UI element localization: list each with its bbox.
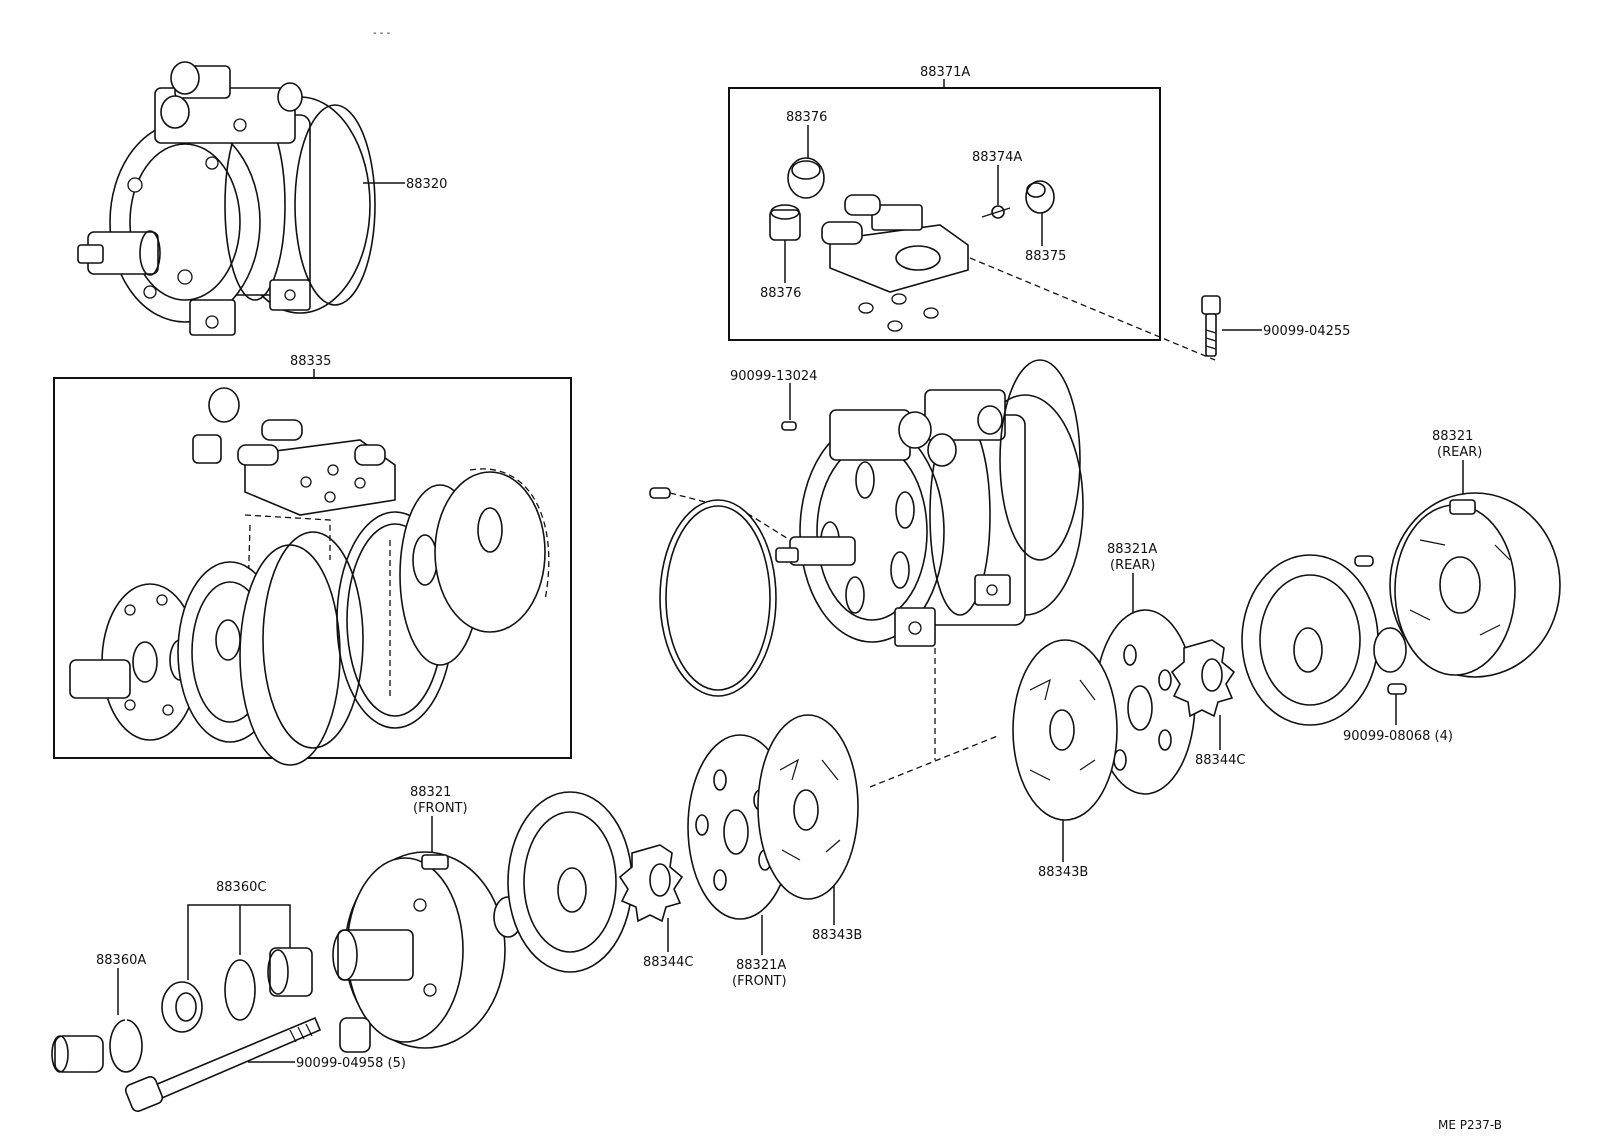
label-88360C: 88360C xyxy=(216,880,266,895)
label-88321A-rear: 88321A xyxy=(1107,542,1157,557)
front-housing-88321 xyxy=(332,851,506,1049)
pin-left-center xyxy=(649,487,671,499)
oring-large-center xyxy=(659,499,777,697)
label-88374A: 88374A xyxy=(972,150,1022,165)
label-88344C-right: 88344C xyxy=(1195,753,1245,768)
small-bushing xyxy=(339,1017,371,1053)
label-88320: 88320 xyxy=(406,177,447,192)
label-90099-04958: 90099-04958 (5) xyxy=(296,1056,406,1071)
label-88360A: 88360A xyxy=(96,953,146,968)
dashline-valve-to-bolt xyxy=(969,257,1216,361)
label-88321-front: 88321 xyxy=(410,785,451,800)
kit-box-88335 xyxy=(53,377,572,759)
label-88344C-left: 88344C xyxy=(643,955,693,970)
reed-88344C-right xyxy=(1170,639,1236,718)
pin-rear-bottom xyxy=(1387,683,1407,695)
label-88376-bottom: 88376 xyxy=(760,286,801,301)
label-88321-rear: 88321 xyxy=(1432,429,1473,444)
compressor-assembly-88320 xyxy=(77,61,376,336)
label-88335: 88335 xyxy=(290,354,331,369)
label-90099-04255: 90099-04255 xyxy=(1263,324,1350,339)
pin-90099-13024 xyxy=(781,421,797,431)
label-90099-08068: 90099-08068 (4) xyxy=(1343,729,1453,744)
leader-88360C xyxy=(187,904,291,980)
valve-plate-rear xyxy=(1241,554,1379,726)
label-88321A-rear-note: (REAR) xyxy=(1110,558,1155,573)
valve-kit-parts xyxy=(769,157,1055,332)
label-88321-front-note: (FRONT) xyxy=(413,801,468,816)
label-90099-13024: 90099-13024 xyxy=(730,369,817,384)
top-mark: - - - xyxy=(373,28,391,39)
reed-88344C-left xyxy=(618,844,684,923)
label-88321A-front-note: (FRONT) xyxy=(732,974,787,989)
compressor-center xyxy=(775,359,1084,647)
exploded-kit-88335 xyxy=(69,387,550,766)
gasket-88343B-left xyxy=(757,714,859,900)
label-88376-top: 88376 xyxy=(786,110,827,125)
shaft-sleeve xyxy=(54,1035,104,1073)
oring-rear-small xyxy=(1373,627,1407,673)
valve-plate-front xyxy=(507,791,633,973)
label-88321-rear-note: (REAR) xyxy=(1437,445,1482,460)
seal-kit-88360C xyxy=(161,947,313,1033)
label-88343B-left: 88343B xyxy=(812,928,862,943)
snap-ring-88360A xyxy=(109,1019,143,1073)
pin-rear-top xyxy=(1354,555,1374,567)
label-88321A-front: 88321A xyxy=(736,958,786,973)
gasket-88343B-right xyxy=(1012,639,1118,821)
bolt-90099-04958 xyxy=(124,1016,322,1112)
rear-housing-88321 xyxy=(1389,492,1561,678)
label-88375: 88375 xyxy=(1025,249,1066,264)
dashline-pin xyxy=(669,492,791,541)
label-88371A: 88371A xyxy=(920,65,970,80)
label-88343B-right: 88343B xyxy=(1038,865,1088,880)
kit-box-88371A xyxy=(728,87,1161,341)
dashline-cross-center xyxy=(869,734,1001,788)
footer-reference: ME P237-B xyxy=(1438,1118,1502,1132)
bolt-90099-04255 xyxy=(1201,295,1221,357)
